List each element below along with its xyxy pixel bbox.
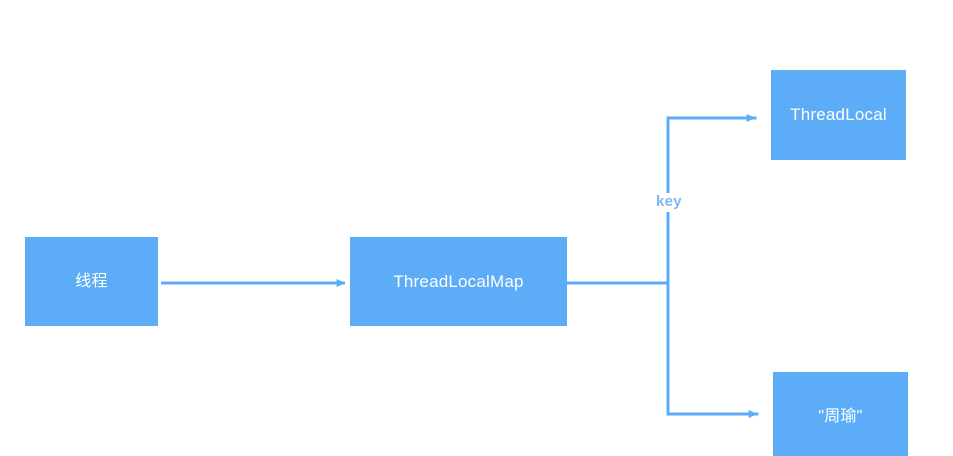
node-threadlocal[interactable]: ThreadLocal (771, 70, 906, 160)
edge-label-key: key (653, 193, 685, 212)
node-value-label: "周瑜" (818, 408, 863, 425)
edge-branch-trunk-lower (666, 281, 759, 418)
node-threadlocalmap[interactable]: ThreadLocalMap (350, 237, 567, 326)
node-value[interactable]: "周瑜" (773, 372, 908, 456)
node-thread-label: 线程 (75, 272, 108, 290)
node-thread[interactable]: 线程 (25, 237, 158, 326)
node-threadlocalmap-label: ThreadLocalMap (393, 271, 524, 291)
node-threadlocal-label: ThreadLocal (790, 105, 887, 125)
